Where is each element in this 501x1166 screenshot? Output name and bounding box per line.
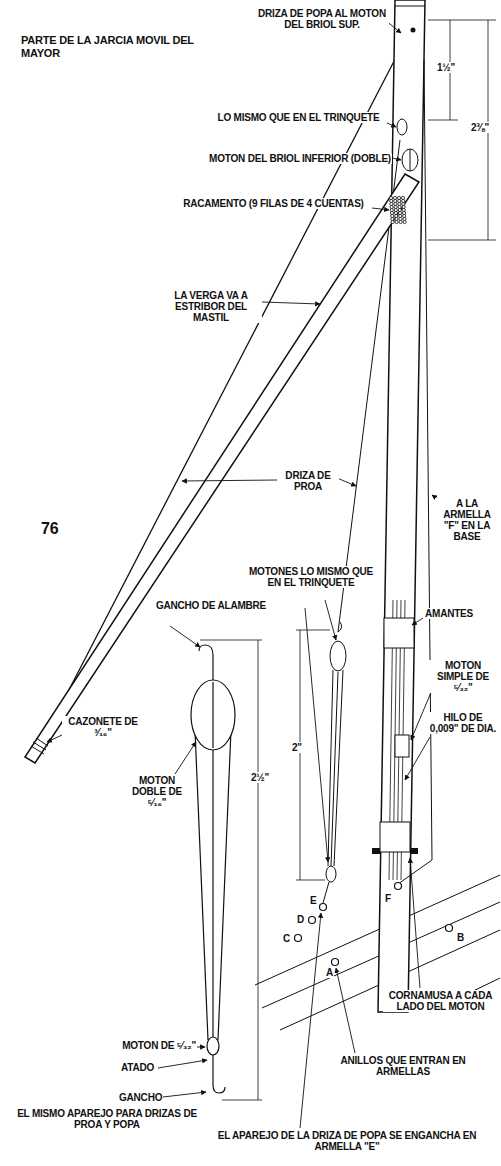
- callout-label: EL APAREJO DE LA DRIZA DE POPA SE ENGANC…: [196, 1130, 498, 1152]
- callout-letter: 2": [291, 742, 303, 753]
- callout-label: CAZONETE DE ³⁄₁₆": [62, 716, 144, 738]
- callout-label: LA VERGA VA A ESTRIBOR DEL MASTIL: [160, 290, 262, 323]
- leader-lines: [47, 20, 446, 1128]
- block: [397, 119, 407, 135]
- callout-label: ATADO: [120, 1062, 155, 1073]
- callout-label: MOTON DOBLE DE ⁵⁄₁₆": [125, 775, 189, 808]
- title: PARTE DE LA JARCIA MOVIL DEL MAYOR: [20, 34, 212, 60]
- callout-letter: 2⅜": [470, 122, 490, 133]
- callout-letter: F: [384, 893, 392, 904]
- callout-label: GANCHO DE ALAMBRE: [150, 600, 272, 611]
- mast: [378, 0, 425, 1012]
- fore-halyard: [338, 140, 400, 632]
- callout-label: A LA ARMELLA "F" EN LA BASE: [436, 498, 498, 542]
- callout-letter: 76: [40, 520, 59, 538]
- single-block: [395, 735, 409, 757]
- callout-letter: B: [456, 932, 465, 943]
- callout-letter: E: [309, 895, 317, 906]
- callout-label: DRIZA DE POPA AL MOTON DEL BRIOL SUP.: [255, 8, 389, 30]
- callout-label: MOTON DEL BRIOL INFERIOR (DOBLE): [60, 153, 392, 164]
- callout-label: MOTON SIMPLE DE ⁵⁄₃₂": [428, 660, 498, 693]
- callout-letter: D: [296, 914, 305, 925]
- callout-letter: 1½": [436, 62, 456, 73]
- sheave: [411, 28, 416, 33]
- callout-letter: C: [282, 933, 291, 944]
- callout-label: MOTONES LO MISMO QUE EN EL TRINQUETE: [240, 566, 382, 588]
- dimension-lines: [200, 20, 496, 1100]
- callout-label: HILO DE 0,009" DE DIA.: [428, 712, 498, 734]
- callout-label: ANILLOS QUE ENTRAN EN ARMELLAS: [332, 1055, 474, 1077]
- callout-letter: 2½": [250, 772, 270, 783]
- callout-label: CORNAMUSA A CADA LADO DEL MOTON: [383, 990, 498, 1012]
- callout-label: EL MISMO APAREJO PARA DRIZAS DE PROA Y P…: [16, 1108, 198, 1130]
- callout-label: MOTON DE ⁵⁄₃₂": [40, 1040, 197, 1051]
- parrel-beads: [389, 196, 406, 223]
- yard: [25, 174, 419, 763]
- double-block: [402, 149, 418, 171]
- mast-block: [380, 822, 410, 852]
- callout-label: GANCHO: [118, 1092, 163, 1103]
- left-tackle: [191, 645, 235, 1093]
- callout-letter: A: [325, 967, 334, 978]
- eyebolts: [295, 883, 453, 966]
- brace-line: [42, 40, 405, 742]
- callout-label: DRIZA DE PROA: [277, 470, 339, 492]
- callout-label: AMANTES: [424, 608, 474, 619]
- cleat: [410, 848, 418, 854]
- callout-label: LO MISMO QUE EN EL TRINQUETE: [210, 112, 387, 123]
- mast-block: [384, 618, 414, 648]
- cleat: [372, 848, 380, 854]
- callout-label: RACAMENTO (9 FILAS DE 4 CUENTAS): [175, 198, 372, 209]
- lashing: [31, 738, 48, 754]
- middle-tackle: [323, 622, 346, 903]
